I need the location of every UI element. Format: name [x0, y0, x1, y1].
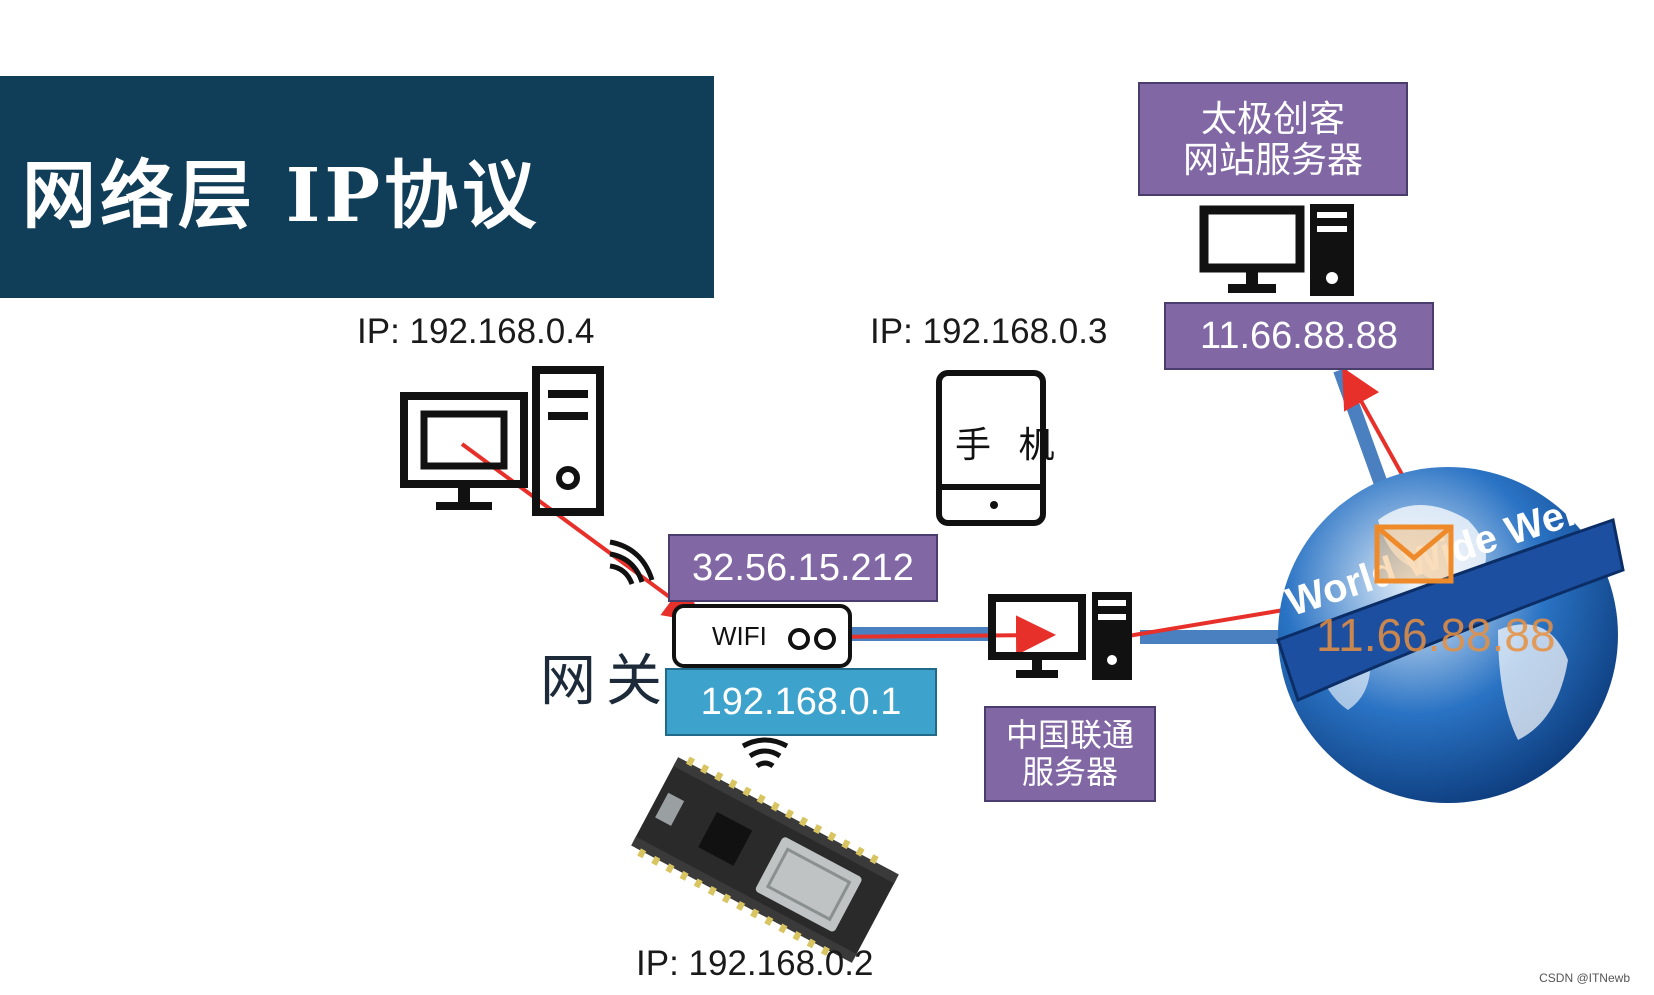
wifi-router: WIFI: [672, 604, 852, 668]
internet-globe: World Wide Web 11.66.88.88: [1268, 460, 1628, 810]
web-server-label-box: 太极创客 网站服务器: [1138, 82, 1408, 196]
phone-ip-label: IP: 192.168.0.3: [870, 312, 1108, 351]
gateway-public-ip: 32.56.15.212: [692, 546, 914, 589]
envelope-icon: [1374, 524, 1454, 584]
gateway-label: 网关: [540, 649, 672, 714]
web-server-label-line2: 网站服务器: [1182, 139, 1363, 180]
web-server-ip: 11.66.88.88: [1200, 314, 1398, 357]
globe-icon: [1276, 467, 1625, 803]
arrow-router-isp: [821, 615, 1056, 656]
phone-label: 手 机: [955, 425, 1063, 466]
phone-bezel-line: [942, 484, 1040, 490]
desktop-computer-icon: [400, 366, 604, 516]
router-led-2: [814, 628, 836, 650]
web-server-label-line1: 太极创客: [1200, 97, 1345, 139]
arrow-pc-router: [460, 442, 705, 623]
phone-device: 手 机: [936, 370, 1054, 526]
pc-ip-label: IP: 192.168.0.4: [357, 312, 595, 351]
credit-watermark: CSDN @ITNewb: [1539, 971, 1630, 985]
web-server-computer-icon: [1199, 204, 1354, 296]
wifi-downlink-icon: [741, 737, 789, 769]
router-led-1: [788, 628, 810, 650]
wifi-signal-icon: [609, 539, 655, 585]
isp-label-box: 中国联通 服务器: [984, 706, 1156, 802]
gateway-local-ip: 192.168.0.1: [700, 680, 902, 723]
router-label: WIFI: [712, 621, 767, 651]
gateway-public-ip-box: 32.56.15.212: [668, 534, 938, 602]
phone-home-dot: [990, 501, 998, 509]
isp-label-line2: 服务器: [1021, 754, 1118, 790]
web-server-ip-box: 11.66.88.88: [1164, 302, 1434, 370]
arrow-globe-server: [1342, 367, 1406, 479]
isp-server-computer-icon: [988, 592, 1132, 680]
title-bar: 网络层 IP协议: [0, 76, 714, 298]
board-ip-label: IP: 192.168.0.2: [636, 944, 874, 983]
isp-label-line1: 中国联通: [1005, 717, 1134, 754]
esp8266-board-icon: [631, 756, 899, 963]
gateway-local-ip-box: 192.168.0.1: [665, 668, 937, 736]
page-title: 网络层 IP协议: [22, 153, 541, 239]
globe-overlay-ip: 11.66.88.88: [1316, 609, 1556, 661]
